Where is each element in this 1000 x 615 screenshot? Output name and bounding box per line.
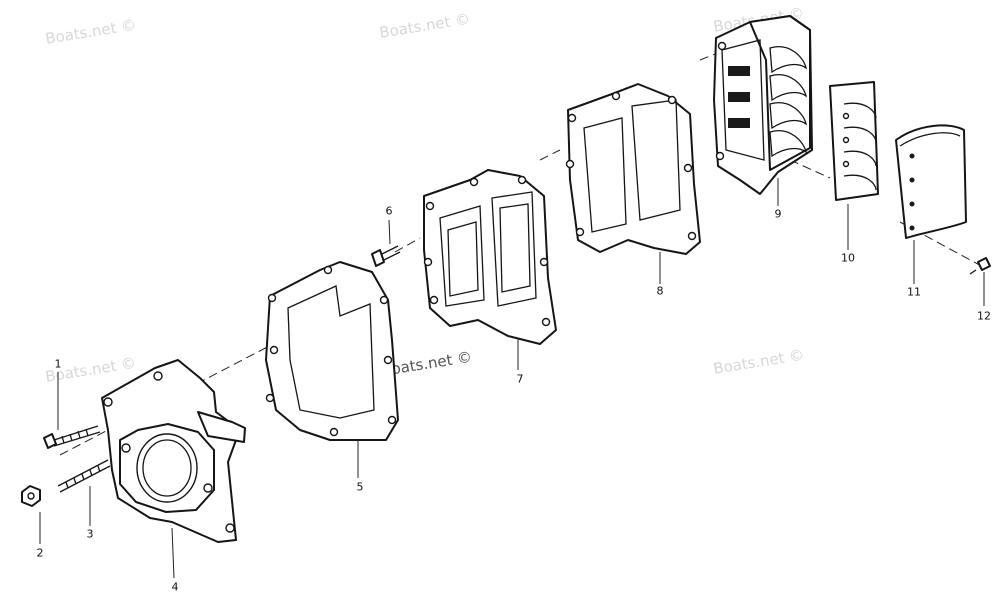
callout-7: 7 bbox=[516, 372, 524, 386]
callout-12: 12 bbox=[977, 309, 991, 323]
callout-11: 11 bbox=[907, 285, 921, 299]
part-6-screw bbox=[371, 245, 401, 267]
part-11-reed-stop bbox=[895, 124, 967, 239]
callout-8: 8 bbox=[656, 284, 664, 298]
part-12-screw bbox=[969, 257, 991, 275]
part-2-nut bbox=[21, 485, 41, 507]
callout-1: 1 bbox=[54, 357, 62, 371]
leader-lines bbox=[39, 178, 985, 579]
part-5-gasket bbox=[265, 261, 399, 441]
callout-10: 10 bbox=[841, 251, 855, 265]
part-9-reed-block bbox=[713, 15, 813, 195]
part-3-stud bbox=[57, 459, 111, 493]
callout-6: 6 bbox=[385, 204, 393, 218]
callout-9: 9 bbox=[774, 207, 782, 221]
part-7-reed-plate bbox=[423, 169, 557, 345]
part-8-gasket bbox=[565, 83, 701, 255]
callout-4: 4 bbox=[171, 580, 179, 594]
part-4-adaptor-plate bbox=[101, 359, 246, 543]
part-1-screw bbox=[43, 425, 101, 449]
callout-2: 2 bbox=[36, 546, 44, 560]
callout-5: 5 bbox=[356, 480, 364, 494]
assembly-axis bbox=[59, 51, 986, 456]
part-10-reeds bbox=[829, 81, 879, 201]
callout-3: 3 bbox=[86, 527, 94, 541]
